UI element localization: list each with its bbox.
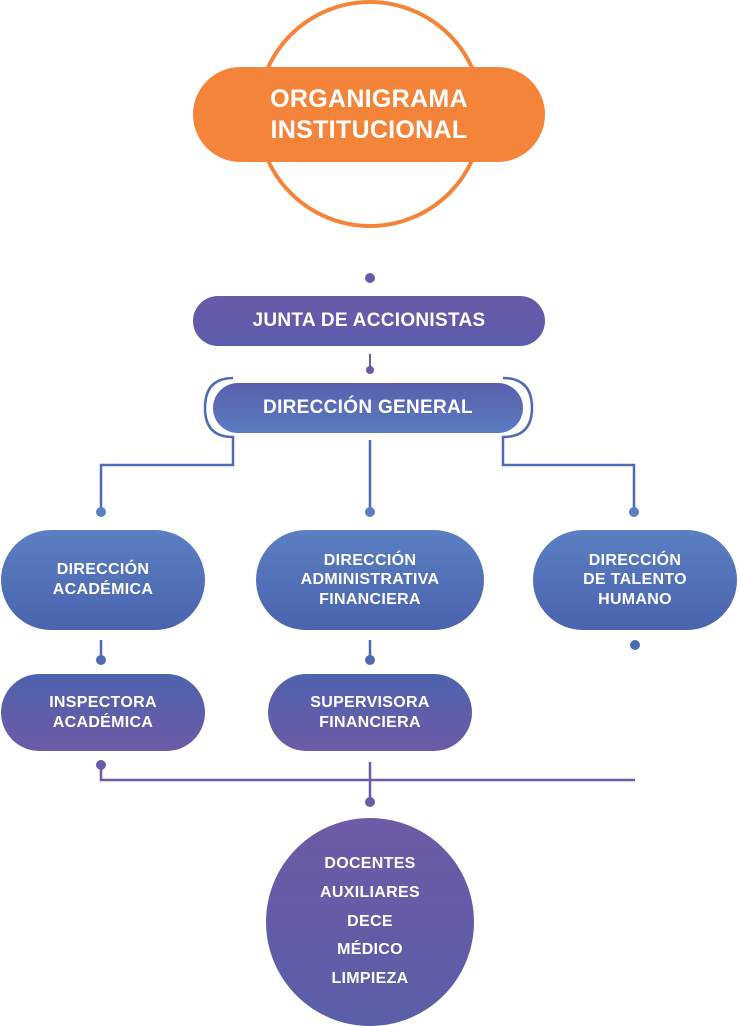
connector-dot xyxy=(365,655,375,665)
node-direccion-talento-humano: DIRECCIÓN DE TALENTO HUMANO xyxy=(533,530,737,630)
node-supervisora-financiera: SUPERVISORA FINANCIERA xyxy=(268,674,472,751)
bracket-left xyxy=(99,376,235,510)
node-junta-accionistas: JUNTA DE ACCIONISTAS xyxy=(193,296,545,346)
node-direccion-academica: DIRECCIÓN ACADÉMICA xyxy=(1,530,205,630)
connector-dot xyxy=(96,507,106,517)
connector-dot xyxy=(366,366,374,374)
connector-bus xyxy=(99,765,635,782)
connector-dot xyxy=(629,507,639,517)
title-line-1: ORGANIGRAMA xyxy=(270,85,468,113)
connector-dot xyxy=(365,797,375,807)
title-node: ORGANIGRAMA INSTITUCIONAL xyxy=(193,67,545,162)
node-personal: DOCENTES AUXILIARES DECE MÉDICO LIMPIEZA xyxy=(266,818,474,1026)
connector-dot xyxy=(365,273,375,283)
title-line-2: INSTITUCIONAL xyxy=(270,115,468,144)
connector-dot xyxy=(630,640,640,650)
bracket-right xyxy=(501,376,636,510)
node-direccion-general: DIRECCIÓN GENERAL xyxy=(213,383,523,433)
connector-dot xyxy=(96,655,106,665)
node-inspectora-academica: INSPECTORA ACADÉMICA xyxy=(1,674,205,751)
connector-dot xyxy=(365,507,375,517)
node-direccion-administrativa: DIRECCIÓN ADMINISTRATIVA FINANCIERA xyxy=(256,530,484,630)
